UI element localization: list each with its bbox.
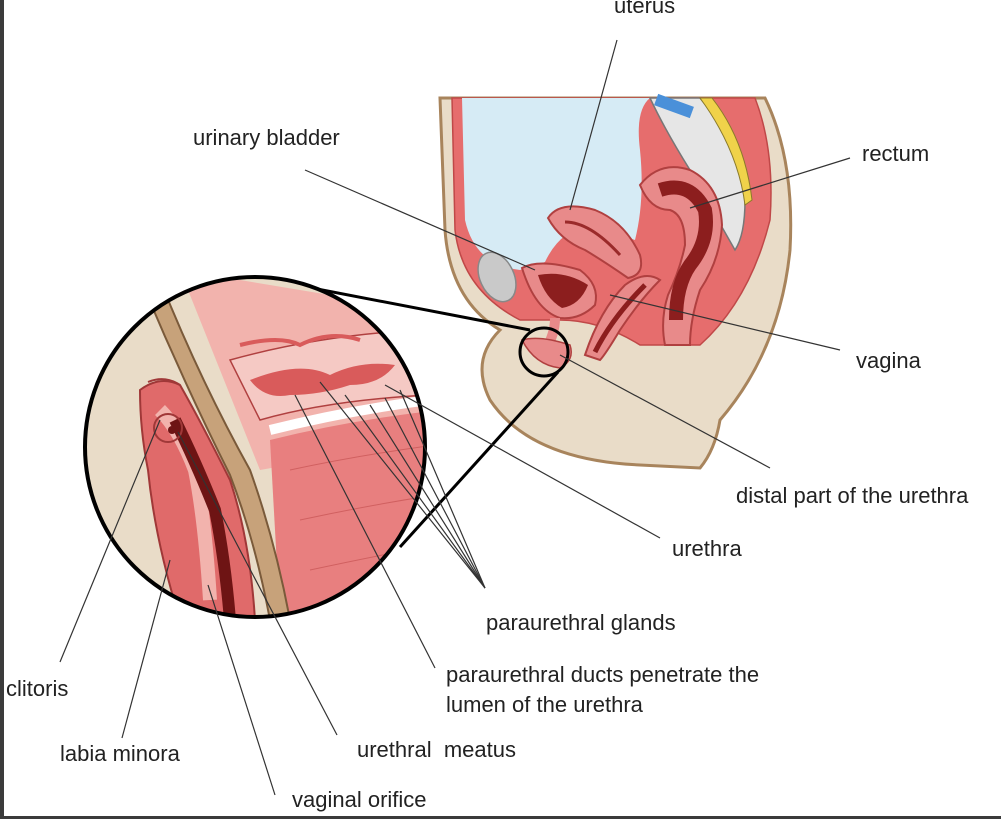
leader-lines (59, 39, 851, 796)
label-vagina: vagina (856, 348, 921, 373)
label-urinary-bladder: urinary bladder (193, 125, 340, 150)
label-paraurethral-glands: paraurethral glands (486, 610, 676, 635)
label-distal-urethra: distal part of the urethra (736, 483, 969, 508)
label-uterus: uterus (614, 0, 676, 18)
window-bottom-border (0, 816, 1001, 819)
magnified-inset (83, 275, 427, 619)
label-urethral-meatus: urethral meatus (357, 737, 516, 762)
zoom-region-marker (518, 326, 570, 378)
label-paraurethral-ducts: paraurethral ducts penetrate the lumen o… (446, 662, 760, 717)
window-left-border (0, 0, 4, 819)
label-clitoris: clitoris (6, 676, 69, 701)
label-labia-minora: labia minora (60, 741, 180, 766)
label-vaginal-orifice: vaginal orifice (292, 787, 427, 812)
sagittal-section (438, 93, 793, 470)
label-urethra: urethra (672, 536, 742, 561)
label-rectum: rectum (862, 141, 930, 166)
